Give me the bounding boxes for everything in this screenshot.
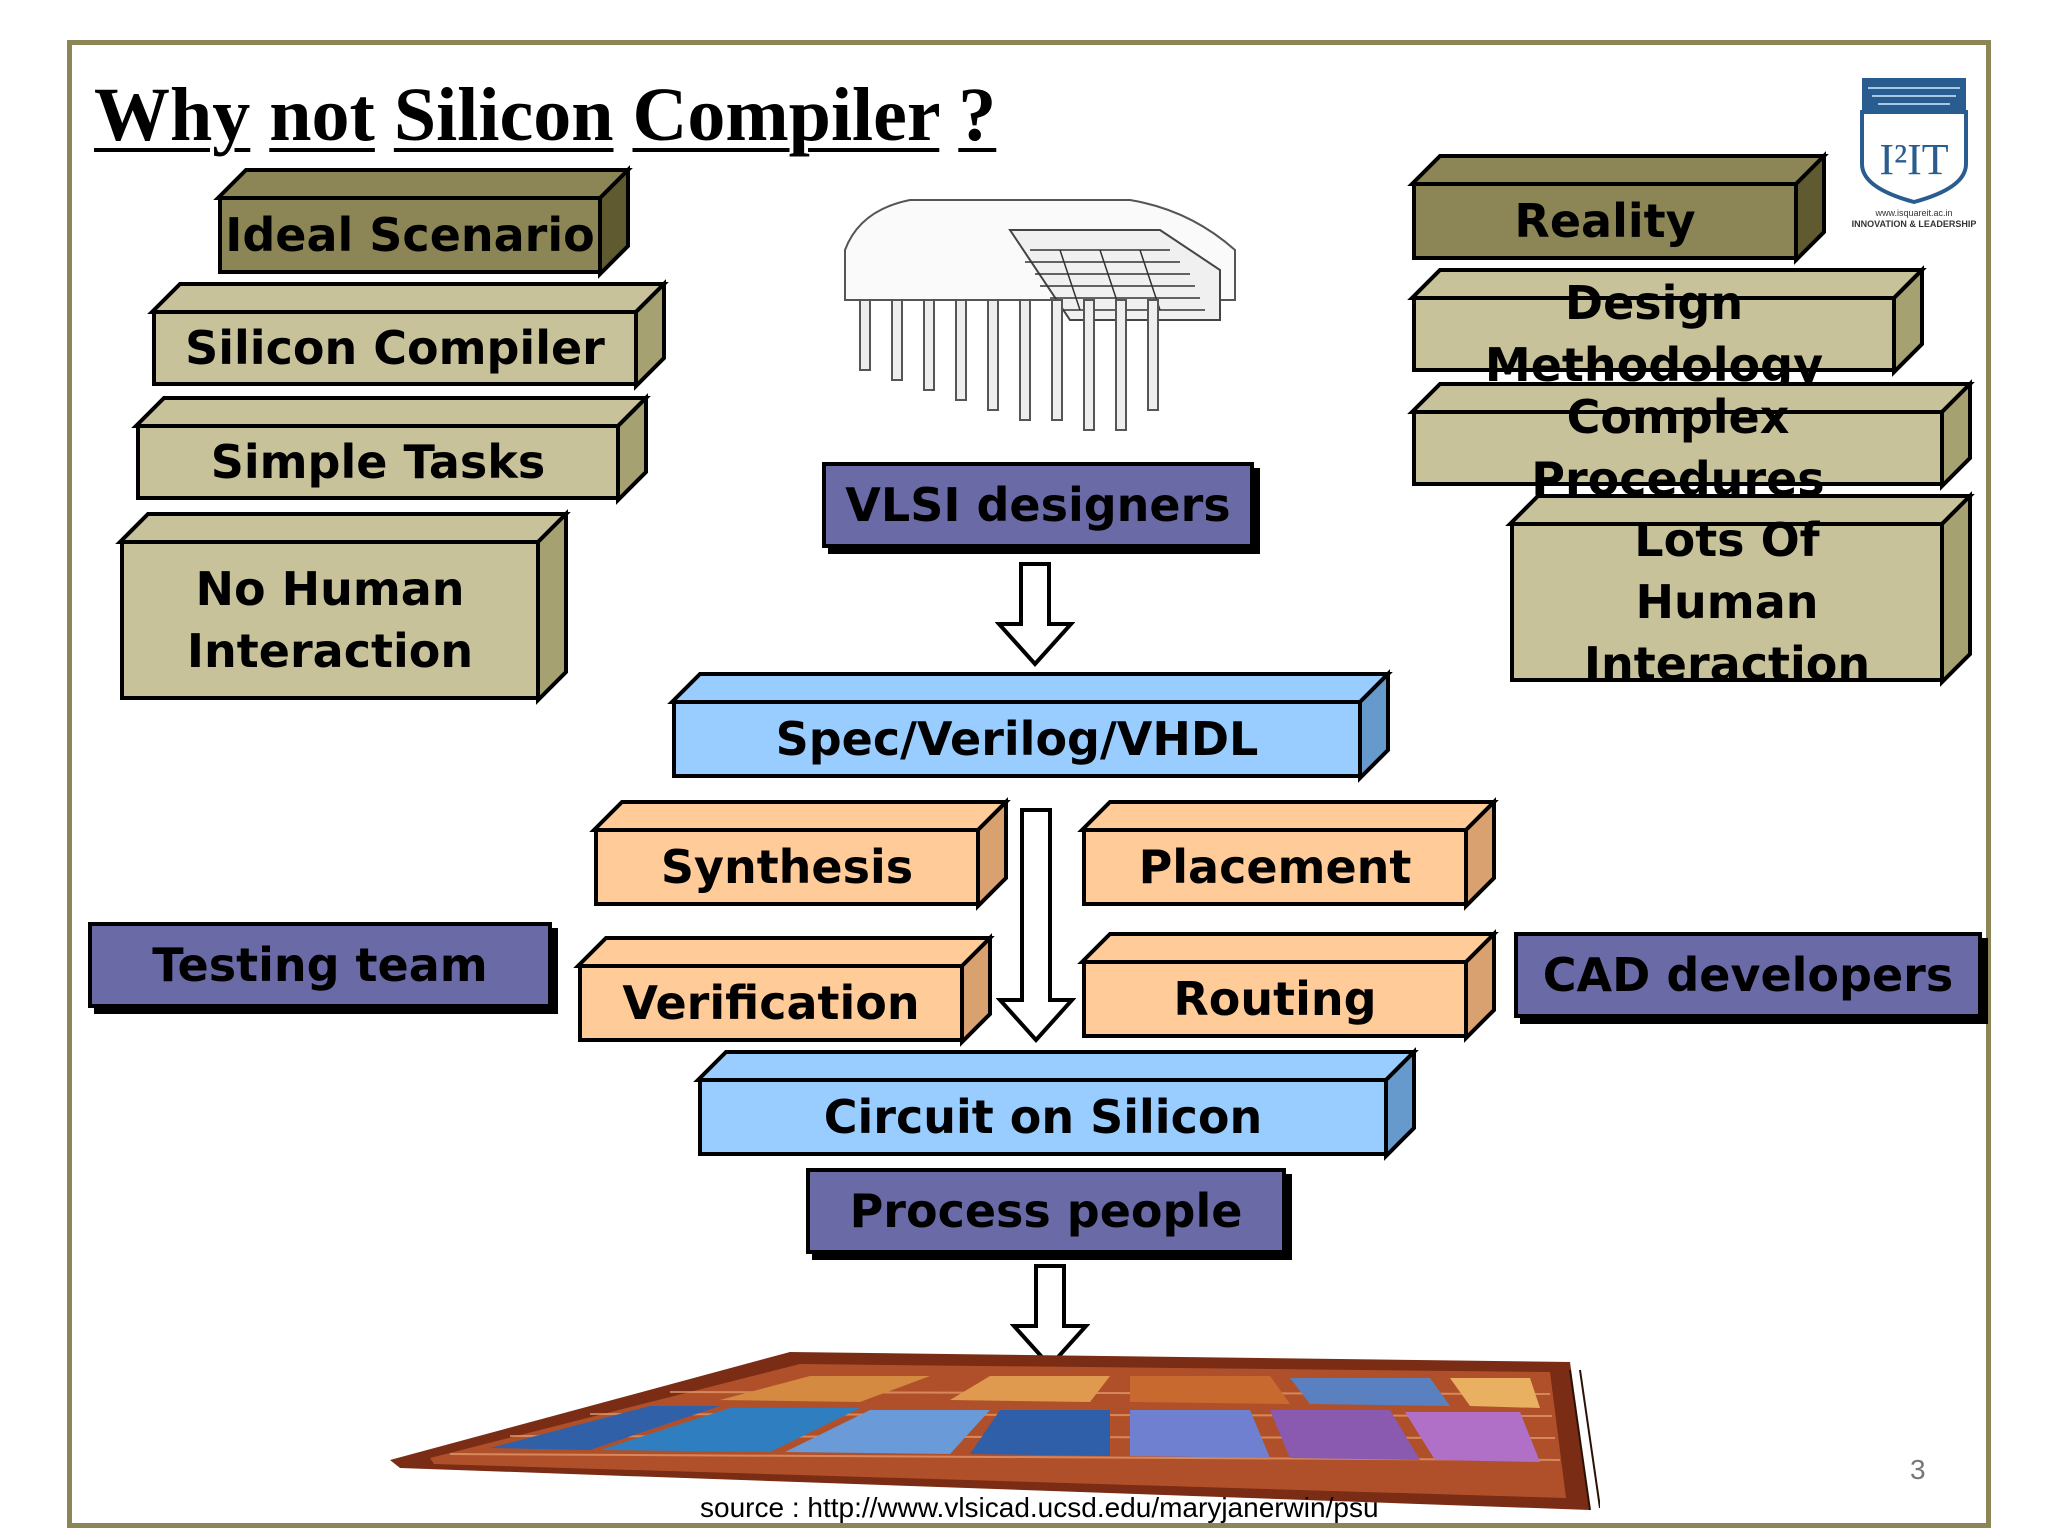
circuit-on-silicon-label: Circuit on Silicon bbox=[698, 1078, 1388, 1156]
svg-text:www.isquareit.ac.in: www.isquareit.ac.in bbox=[1874, 208, 1952, 218]
svg-text:I²IT: I²IT bbox=[1879, 135, 1948, 184]
verification-label: Verification bbox=[578, 964, 964, 1042]
synthesis-box: Synthesis bbox=[589, 797, 1011, 911]
ideal-scenario-label: Ideal Scenario bbox=[218, 196, 602, 274]
design-methodology-label: Design Methodology bbox=[1412, 276, 1896, 392]
cad-developers-box: CAD developers bbox=[1514, 932, 1982, 1018]
ic-chip-illustration bbox=[830, 190, 1250, 440]
slide-title: Why not Silicon Compiler ? bbox=[94, 72, 996, 159]
synthesis-label: Synthesis bbox=[594, 828, 980, 906]
simple-tasks-label: Simple Tasks bbox=[136, 424, 620, 500]
complex-procedures-box: Complex Procedures bbox=[1407, 379, 1975, 506]
verification-box: Verification bbox=[573, 933, 995, 1047]
title-word: ? bbox=[958, 73, 997, 157]
title-word: Silicon bbox=[393, 73, 614, 157]
lots-of-human-interaction-label: Lots Of Human Interaction bbox=[1510, 513, 1944, 691]
lots-of-human-interaction-box: Lots Of Human Interaction bbox=[1505, 491, 1975, 691]
svg-text:INNOVATION & LEADERSHIP: INNOVATION & LEADERSHIP bbox=[1852, 219, 1977, 228]
title-word: not bbox=[269, 73, 375, 157]
silicon-compiler-box: Silicon Compiler bbox=[147, 279, 669, 391]
silicon-compiler-label: Silicon Compiler bbox=[152, 310, 638, 386]
down-arrow-icon bbox=[1009, 1264, 1091, 1370]
circuit-on-silicon-box: Circuit on Silicon bbox=[693, 1047, 1419, 1161]
ideal-scenario-box: Ideal Scenario bbox=[213, 165, 633, 279]
title-word: Compiler bbox=[632, 73, 940, 157]
routing-label: Routing bbox=[1082, 960, 1468, 1038]
no-human-interaction-box: No Human Interaction bbox=[115, 509, 571, 705]
institute-logo: I²IT www.isquareit.ac.in INNOVATION & LE… bbox=[1850, 78, 1980, 229]
design-methodology-box: Design Methodology bbox=[1407, 265, 1927, 392]
spec-verilog-vhdl-box: Spec/Verilog/VHDL bbox=[667, 669, 1393, 783]
spec-verilog-vhdl-label: Spec/Verilog/VHDL bbox=[672, 700, 1362, 778]
no-human-interaction-label: No Human Interaction bbox=[120, 540, 540, 700]
silicon-die-illustration bbox=[390, 1340, 1601, 1520]
title-word: Why bbox=[94, 73, 251, 157]
reality-label: Reality bbox=[1412, 182, 1798, 260]
simple-tasks-box: Simple Tasks bbox=[131, 393, 651, 505]
routing-box: Routing bbox=[1077, 929, 1499, 1043]
page-number: 3 bbox=[1910, 1454, 1926, 1485]
reality-box: Reality bbox=[1407, 151, 1829, 265]
source-citation: source : http://www.vlsicad.ucsd.edu/mar… bbox=[700, 1492, 1379, 1523]
process-people-box: Process people bbox=[806, 1168, 1286, 1254]
placement-box: Placement bbox=[1077, 797, 1499, 911]
down-arrow-icon bbox=[994, 562, 1076, 668]
complex-procedures-label: Complex Procedures bbox=[1412, 390, 1944, 506]
vlsi-designers-box: VLSI designers bbox=[822, 462, 1254, 548]
testing-team-box: Testing team bbox=[88, 922, 552, 1008]
placement-label: Placement bbox=[1082, 828, 1468, 906]
long-down-arrow-icon bbox=[995, 808, 1077, 1044]
